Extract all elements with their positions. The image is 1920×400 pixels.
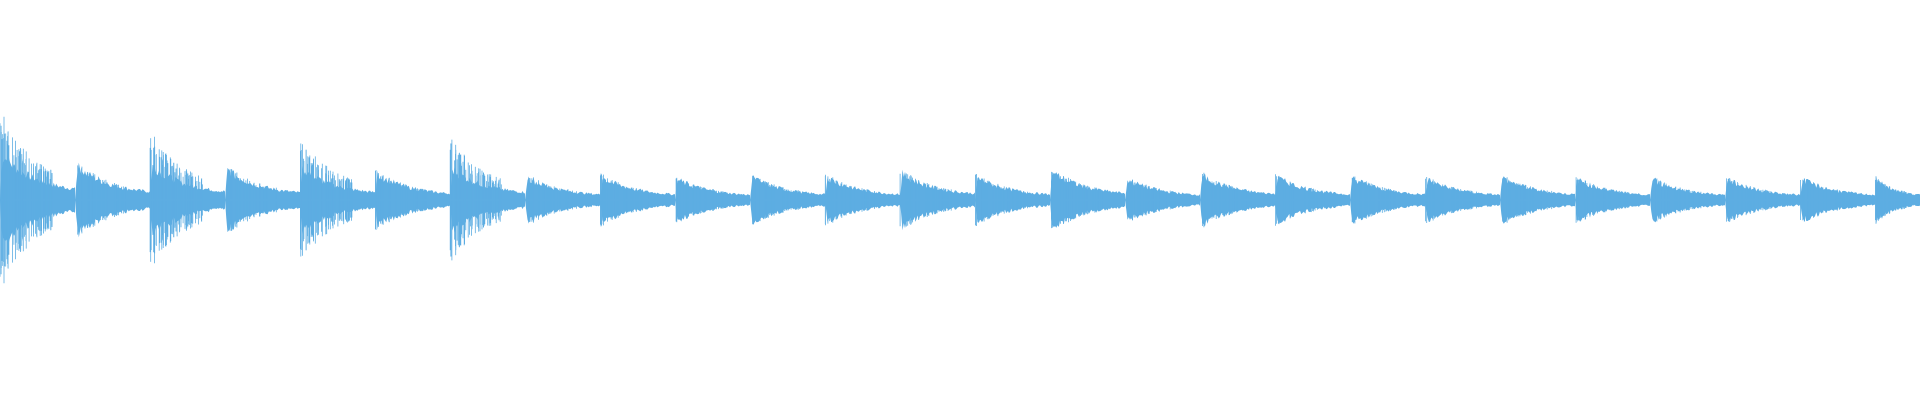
waveform-segments: [0, 116, 1920, 284]
